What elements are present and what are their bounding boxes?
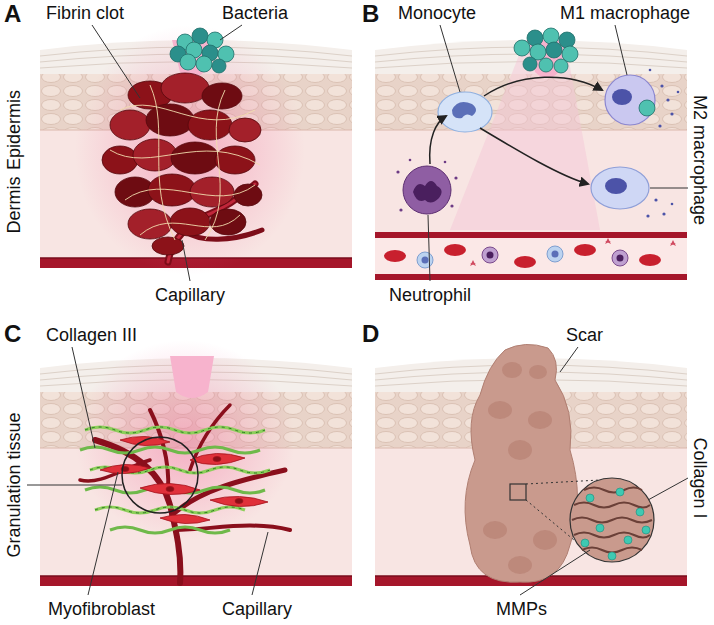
bacteria-cluster xyxy=(170,28,234,73)
part-label: MMPs xyxy=(496,598,547,620)
m2-macrophage-cell xyxy=(591,167,673,218)
leader-lines xyxy=(428,25,688,281)
neutrophil-cell xyxy=(396,159,457,214)
panel-letter: B xyxy=(362,0,379,28)
cell-label: Myofibroblast xyxy=(48,598,155,620)
panel-letter: D xyxy=(362,320,379,348)
cell-label: Monocyte xyxy=(398,2,476,24)
part-label: Fibrin clot xyxy=(46,2,124,24)
panel-c-art xyxy=(27,340,352,595)
part-label: Bacteria xyxy=(222,2,288,24)
panel-a-art xyxy=(40,25,352,281)
wound-gap xyxy=(170,356,214,398)
layer-label: Epidermis xyxy=(3,90,25,170)
myofibroblast-cells xyxy=(100,436,268,523)
scar-tissue xyxy=(465,344,577,582)
magnify-ring xyxy=(122,437,198,513)
cell-label: M2 macrophage xyxy=(689,95,711,225)
capillary-network xyxy=(80,405,290,583)
part-label: Capillary xyxy=(222,598,292,620)
m1-macrophage-cell xyxy=(605,69,679,128)
fibrin-strands xyxy=(110,85,260,240)
collagen-iii-fibers xyxy=(80,427,270,533)
layer-label: Dermis xyxy=(3,177,25,234)
skin-layers xyxy=(375,40,687,268)
leader-lines xyxy=(92,25,242,281)
collagen-i-inset xyxy=(570,478,654,562)
differentiation-arrows xyxy=(430,77,602,184)
panel-letter: A xyxy=(4,0,21,28)
inflamed-area xyxy=(75,25,305,275)
cell-label: Neutrophil xyxy=(389,284,471,306)
tissue-label: Granulation tissue xyxy=(3,412,25,557)
fibrin-clot xyxy=(102,73,262,255)
cell-label: M1 macrophage xyxy=(560,2,690,24)
bacteria-cluster xyxy=(514,28,578,73)
inflamed-area xyxy=(450,40,600,230)
inflamed-area xyxy=(75,340,295,540)
part-label: Capillary xyxy=(155,284,225,306)
leader-lines xyxy=(27,347,268,595)
part-label: Scar xyxy=(566,324,603,346)
panel-d-art xyxy=(375,344,688,595)
blood-vessel xyxy=(375,232,687,280)
zoom-square xyxy=(510,484,526,500)
leader-lines xyxy=(520,347,688,595)
panel-letter: C xyxy=(4,320,21,348)
part-label: Collagen I xyxy=(689,437,711,518)
panel-b-art xyxy=(375,25,688,281)
part-label: Collagen III xyxy=(46,324,137,346)
monocyte-cell xyxy=(438,92,492,132)
